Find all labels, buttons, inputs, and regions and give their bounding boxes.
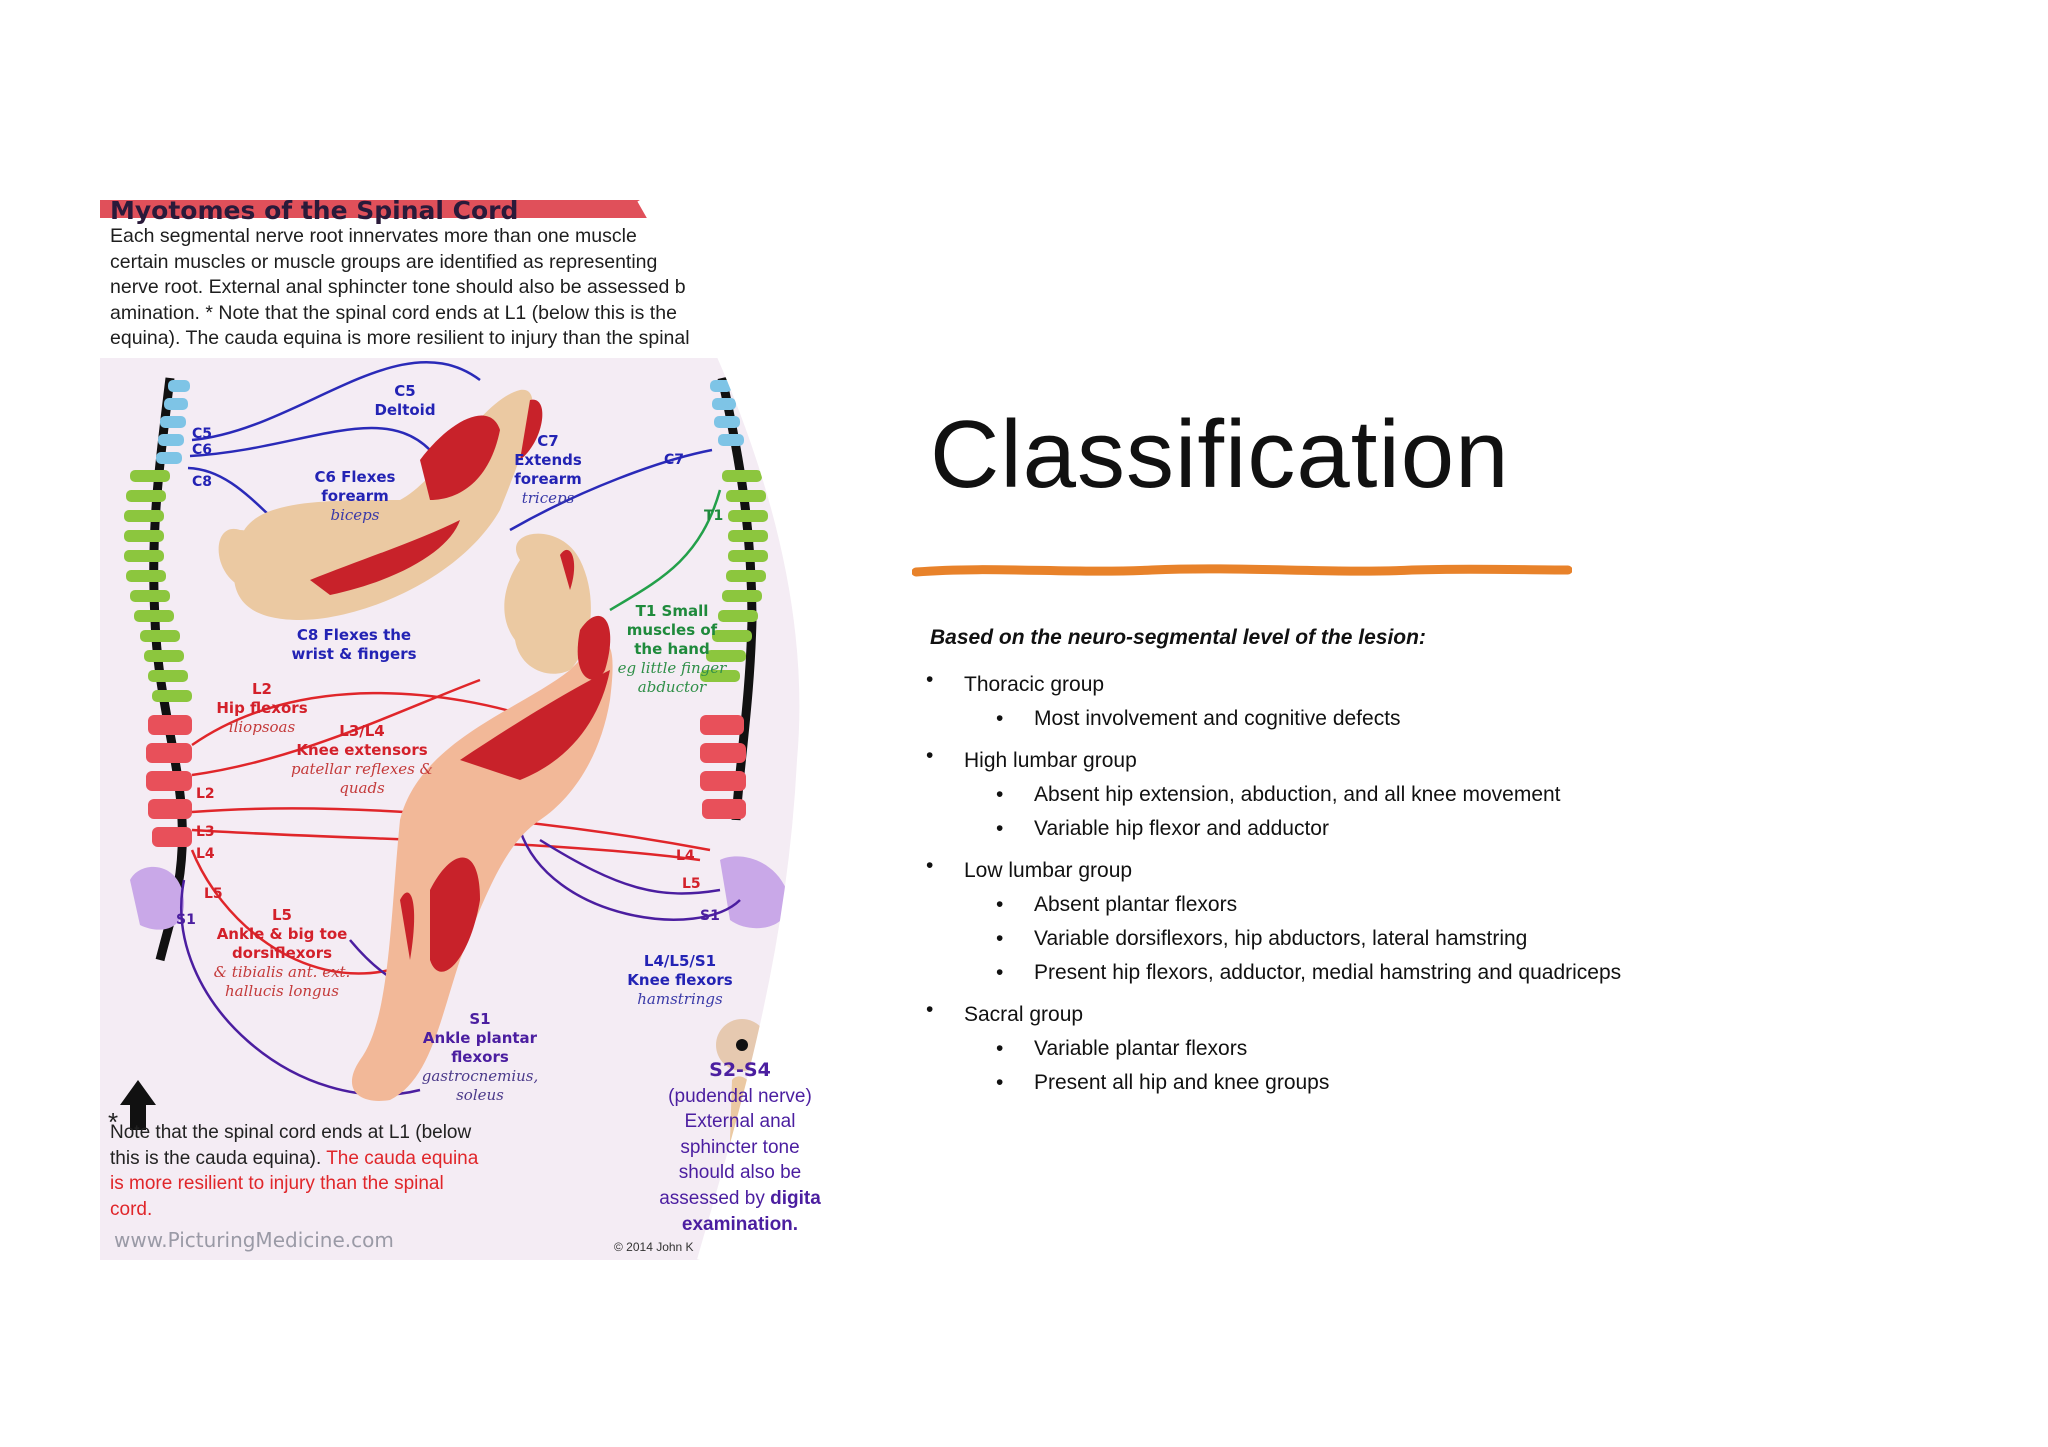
bullet: • xyxy=(926,998,934,1021)
figure-intro: Each segmental nerve root innervates mor… xyxy=(110,224,710,352)
list-item: •Present hip flexors, adductor, medial h… xyxy=(996,961,1622,984)
list-item: •Absent hip extension, abduction, and al… xyxy=(996,783,1561,806)
s2s4-text: (pudendal nerve) External anal sphincter… xyxy=(659,1085,812,1209)
label-c8: C8 Flexes the wrist & fingers xyxy=(291,626,417,663)
list-item: •Variable plantar flexors xyxy=(996,1037,1248,1060)
note-main: Note that the spinal cord ends at L1 (be… xyxy=(110,1122,472,1169)
figure-artwork xyxy=(100,200,806,1260)
level-tag-left: L2 xyxy=(196,786,215,802)
intro-line: equina). The cauda equina is more resili… xyxy=(110,327,690,350)
list-item: •Absent plantar flexors xyxy=(996,893,1238,916)
level-tag-left: L4 xyxy=(196,846,215,862)
title-underline xyxy=(912,564,1572,577)
figure-title: Myotomes of the Spinal Cord xyxy=(110,196,519,225)
group-high-lumbar: • High lumbar group •Absent hip extensio… xyxy=(926,744,1926,846)
level-tag-left: L5 xyxy=(204,886,223,902)
level-tag-left: S1 xyxy=(176,912,196,928)
hand-illustration xyxy=(504,533,591,674)
intro-line: nerve root. External anal sphincter tone… xyxy=(110,276,686,299)
level-tag-right: S1 xyxy=(700,908,720,924)
s2s4-heading: S2-S4 xyxy=(709,1059,771,1081)
level-tag-right: C7 xyxy=(664,452,685,468)
arm-illustration xyxy=(218,389,543,620)
list-item: •Present all hip and knee groups xyxy=(996,1071,1330,1094)
group-label: Low lumbar group xyxy=(964,859,1133,882)
level-tag-right: T1 xyxy=(704,508,724,524)
lead-text: Based on the neuro-segmental level of th… xyxy=(930,626,1426,649)
list-item: •Variable hip flexor and adductor xyxy=(996,817,1329,840)
classification-list: • Thoracic group •Most involvement and c… xyxy=(926,668,1926,1108)
s2s4-bold: digita examination. xyxy=(681,1187,821,1235)
list-item: •Most involvement and cognitive defects xyxy=(996,707,1401,730)
intro-line: Each segmental nerve root innervates mor… xyxy=(110,225,637,247)
s2s4-note: S2-S4 (pudendal nerve) External anal sph… xyxy=(655,1058,825,1237)
figure-note: * Note that the spinal cord ends at L1 (… xyxy=(108,1107,479,1220)
group-label: Thoracic group xyxy=(964,673,1105,696)
bullet: • xyxy=(926,744,934,767)
level-tag-right: L4 xyxy=(676,848,695,864)
left-spine xyxy=(124,377,192,962)
list-item: •Variable dorsiflexors, hip abductors, l… xyxy=(996,927,1528,950)
group-sacral: • Sacral group •Variable plantar flexors… xyxy=(926,998,1926,1100)
intro-line: amination. * Note that the spinal cord e… xyxy=(110,301,677,324)
level-tag-left: C8 xyxy=(192,474,213,490)
group-label: Sacral group xyxy=(964,1003,1084,1026)
note-red: The cauda equina is more resilient to in… xyxy=(110,1147,479,1220)
leg-illustration xyxy=(351,615,613,1101)
group-thoracic: • Thoracic group •Most involvement and c… xyxy=(926,668,1926,736)
myotomes-figure: Myotomes of the Spinal Cord Each segment… xyxy=(100,196,821,1260)
arrow-up-icon xyxy=(120,1080,156,1130)
level-tag-left: L3 xyxy=(196,824,215,840)
watermark: www.PicturingMedicine.com xyxy=(114,1228,394,1252)
slide-title: Classification xyxy=(930,401,1510,508)
intro-line: certain muscles or muscle groups are ide… xyxy=(110,250,658,273)
group-label: High lumbar group xyxy=(964,749,1137,772)
group-low-lumbar: • Low lumbar group •Absent plantar flexo… xyxy=(926,854,1926,990)
copyright: © 2014 John K xyxy=(614,1240,694,1254)
right-spine xyxy=(700,377,790,929)
level-tag-left: C5 xyxy=(192,426,213,442)
bullet: • xyxy=(926,854,934,877)
level-tag-right: L5 xyxy=(682,876,701,892)
bullet: • xyxy=(926,668,934,691)
level-tag-left: C6 xyxy=(192,442,213,458)
